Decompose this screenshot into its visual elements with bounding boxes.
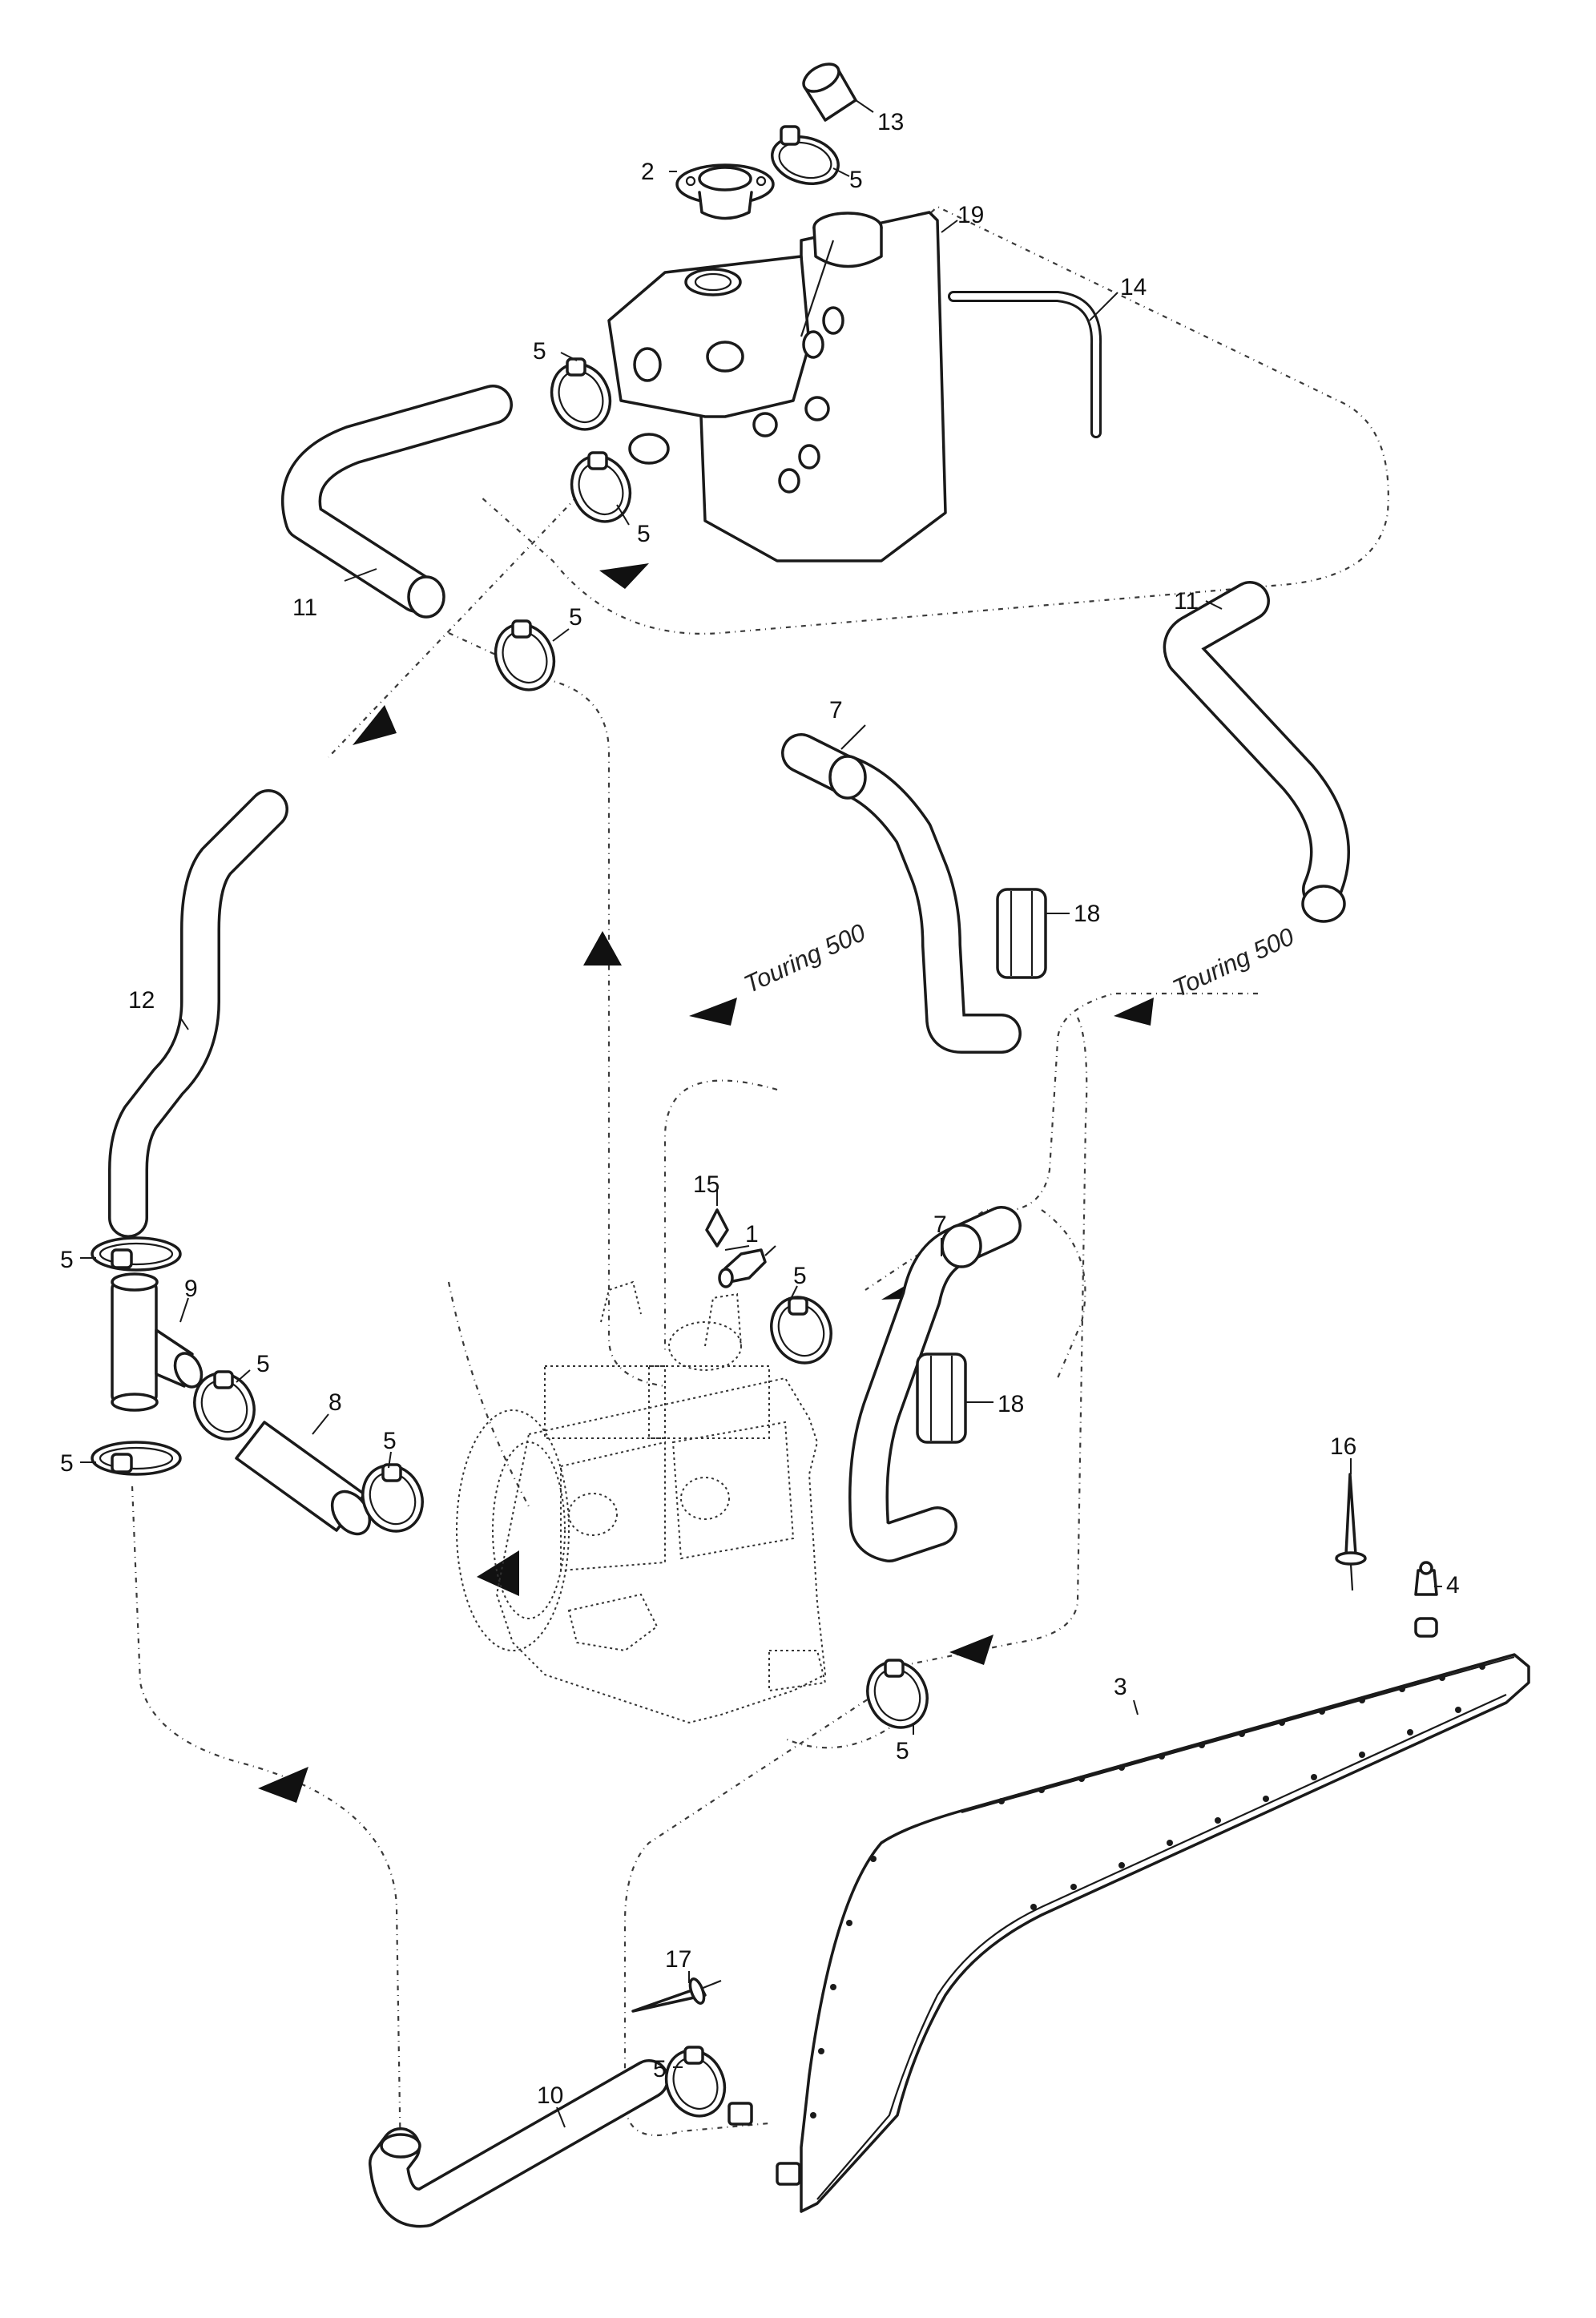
callout-7-lower: 7	[933, 1211, 947, 1238]
callout-15: 15	[693, 1171, 719, 1198]
callout-19: 19	[957, 202, 984, 228]
hose-10	[369, 2059, 669, 2228]
callout-5-reservoir: 5	[533, 338, 546, 365]
callout-8: 8	[328, 1389, 342, 1416]
callout-labels: 13 2 5 19 14 5 5 11 11 5 7 18 12 15 1 7 …	[60, 109, 1460, 2109]
temperature-sensor	[718, 1245, 776, 1288]
callout-5-tee-lower: 5	[60, 1450, 74, 1477]
hose-12	[108, 789, 288, 1238]
coolant-reservoir	[607, 211, 947, 562]
callout-5-exchanger: 5	[653, 2056, 667, 2082]
callout-5-top: 5	[849, 167, 863, 193]
callout-12: 12	[128, 987, 155, 1014]
flow-arrow-3	[583, 931, 622, 965]
flow-arrow-5	[1114, 998, 1154, 1026]
flow-arrow-9	[258, 1767, 308, 1803]
clamp-lower-right	[866, 1659, 929, 1729]
callout-13: 13	[877, 109, 904, 135]
model-label-touring-right: Touring 500	[1168, 922, 1298, 1002]
callout-3: 3	[1114, 1674, 1127, 1700]
clamp-tee-lower	[91, 1441, 182, 1476]
callout-4: 4	[1446, 1572, 1460, 1598]
callout-1: 1	[745, 1221, 759, 1248]
callout-7-upper: 7	[829, 697, 843, 724]
tee-fitting	[111, 1272, 204, 1412]
exchanger-rivets	[810, 1663, 1485, 2118]
flow-arrow-8	[477, 1550, 519, 1596]
callout-16: 16	[1330, 1433, 1356, 1460]
callout-17: 17	[665, 1946, 691, 1973]
callout-2: 2	[641, 159, 655, 185]
hose-sleeve-18-lower	[916, 1353, 967, 1444]
clamp-engine-outlet	[770, 1296, 832, 1365]
clamp-top	[771, 125, 840, 185]
callout-11-left: 11	[292, 595, 317, 621]
callout-11-right: 11	[1174, 588, 1199, 615]
flow-arrow-1	[599, 563, 649, 589]
callout-5-lower-right: 5	[896, 1738, 909, 1764]
heat-exchanger	[727, 1653, 1530, 2213]
filler-cap	[675, 163, 775, 220]
clamp-reservoir-lower	[570, 451, 632, 523]
hose-7-lower	[848, 1206, 1022, 1562]
callout-18-lower: 18	[998, 1391, 1024, 1417]
clamp-reservoir-outlet	[550, 357, 612, 431]
clamp-tee-upper	[91, 1236, 182, 1272]
model-label-touring-left: Touring 500	[740, 918, 869, 998]
rivet-17	[631, 1977, 722, 2013]
flow-arrow-2	[353, 705, 397, 745]
flow-arrow-7	[949, 1635, 993, 1665]
leader-lines	[80, 99, 1442, 2128]
overflow-tube	[948, 291, 1102, 438]
callout-9: 9	[184, 1276, 198, 1302]
callout-10: 10	[537, 2082, 563, 2109]
callout-5-reservoir-lower: 5	[637, 521, 651, 547]
clamp-hose-8	[361, 1463, 424, 1533]
clamp-upper-mid	[494, 619, 556, 691]
rivet-16	[1335, 1473, 1367, 1591]
callout-5-tee-upper: 5	[60, 1247, 74, 1273]
bleeder-screw	[1414, 1561, 1438, 1638]
sensor-terminal	[705, 1208, 729, 1248]
callout-5-upper-mid: 5	[569, 604, 582, 631]
coolant-flow-lines	[131, 205, 1389, 2164]
callout-5-hose-8: 5	[383, 1428, 397, 1454]
hose-7-upper	[781, 733, 1022, 1054]
callout-5-engine: 5	[793, 1263, 807, 1289]
hose-8	[235, 1421, 372, 1536]
hose-sleeve-18-upper	[996, 888, 1047, 979]
flow-arrow-4	[689, 998, 737, 1026]
clamps	[91, 125, 929, 2118]
hose-11-right	[1163, 581, 1350, 923]
clamp-exchanger-inlet	[664, 2046, 727, 2118]
hose-sleeve-top	[802, 62, 857, 122]
clamp-tee-side	[193, 1370, 256, 1441]
callout-18-upper: 18	[1074, 901, 1100, 927]
callout-5-tee-side: 5	[256, 1351, 270, 1377]
callout-14: 14	[1120, 274, 1147, 300]
engine	[456, 1280, 827, 1724]
hose-11-left	[281, 385, 513, 619]
